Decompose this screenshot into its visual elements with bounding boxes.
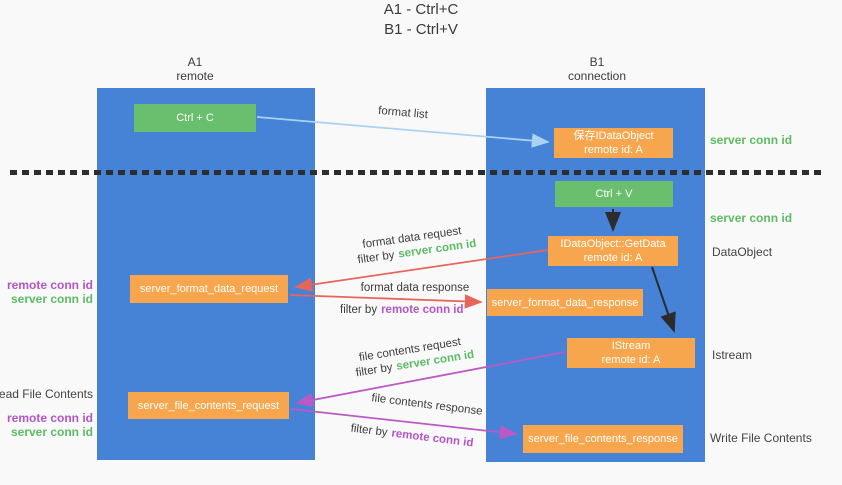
node-idataobject-getdata: IDataObject::GetData remote id: A <box>548 236 678 266</box>
annotation-remote-conn-id-1: remote conn id <box>6 278 93 292</box>
filter-by-text-4: filter by <box>349 422 389 439</box>
title-line-2: B1 - Ctrl+V <box>384 21 458 38</box>
arrow-format-data-response <box>289 294 483 309</box>
annotation-istream: Istream <box>712 348 753 362</box>
machine-divider-dotted-line <box>10 170 824 175</box>
node-save-idataobject: 保存IDataObject remote id: A <box>554 128 673 158</box>
column-b1-subtitle: connection <box>567 69 627 83</box>
column-header-b1: B1 connection <box>486 55 708 83</box>
node-server-file-contents-request: server_file_contents_request <box>128 392 289 419</box>
node-ctrl-v: Ctrl + V <box>555 181 673 207</box>
save-idataobject-line2: remote id: A <box>584 144 643 156</box>
label-format-list: format list <box>377 104 429 122</box>
node-format-request-label: server_format_data_request <box>139 283 279 295</box>
filter-by-text-3: filter by <box>354 361 394 380</box>
node-server-format-data-request: server_format_data_request <box>130 275 288 303</box>
getdata-line1: IDataObject::GetData <box>560 238 666 250</box>
node-format-response-label: server_format_data_response <box>491 296 639 309</box>
remote-conn-id-text-1: remote conn id <box>381 304 464 316</box>
annotation-server-conn-id-2: server conn id <box>10 425 93 439</box>
getdata-line2: remote id: A <box>583 252 643 264</box>
annotation-conn-ids-file: remote conn id server conn id <box>7 411 93 439</box>
annotation-write-file-contents: Write File Contents <box>710 431 812 445</box>
node-istream-label: IStream remote id: A <box>602 339 661 367</box>
node-ctrl-c-label: Ctrl + C <box>176 112 214 124</box>
istream-line1: IStream <box>611 340 651 352</box>
node-file-response-label: server_file_contents_response <box>528 433 678 445</box>
annotation-server-conn-id-mid: server conn id <box>710 211 793 225</box>
column-a1-name: A1 <box>187 55 203 69</box>
label-file-contents-response: file contents response <box>370 392 484 418</box>
filter-by-text-2: filter by <box>340 304 378 316</box>
save-idataobject-line1: 保存IDataObject <box>573 130 654 142</box>
node-server-format-data-response: server_format_data_response <box>487 289 643 316</box>
annotation-dataobject: DataObject <box>712 245 773 259</box>
column-b1-name: B1 <box>589 55 605 69</box>
annotation-conn-ids-format: remote conn id server conn id <box>7 278 93 306</box>
node-getdata-label: IDataObject::GetData remote id: A <box>560 237 665 265</box>
annotation-server-conn-id-1: server conn id <box>10 292 93 306</box>
title-line-1: A1 - Ctrl+C <box>383 1 459 18</box>
node-save-idataobject-label: 保存IDataObject remote id: A <box>573 129 653 157</box>
annotation-remote-conn-id-2: remote conn id <box>6 411 93 425</box>
column-header-a1: A1 remote <box>85 55 305 83</box>
node-ctrl-c: Ctrl + C <box>134 104 256 132</box>
node-ctrl-v-label: Ctrl + V <box>595 188 633 200</box>
node-server-file-contents-response: server_file_contents_response <box>523 425 683 453</box>
diagram-title: A1 - Ctrl+C B1 - Ctrl+V <box>0 0 842 40</box>
node-file-request-label: server_file_contents_request <box>137 399 280 412</box>
remote-conn-id-text-2: remote conn id <box>390 427 475 450</box>
annotation-server-conn-id-top: server conn id <box>710 133 793 147</box>
label-format-data-response: format data response <box>360 282 470 294</box>
annotation-read-file-contents: Read File Contents <box>0 387 93 401</box>
filter-by-text-1: filter by <box>356 249 396 267</box>
node-istream: IStream remote id: A <box>567 338 695 368</box>
istream-line2: remote id: A <box>601 354 661 366</box>
column-a1-subtitle: remote <box>176 69 214 83</box>
